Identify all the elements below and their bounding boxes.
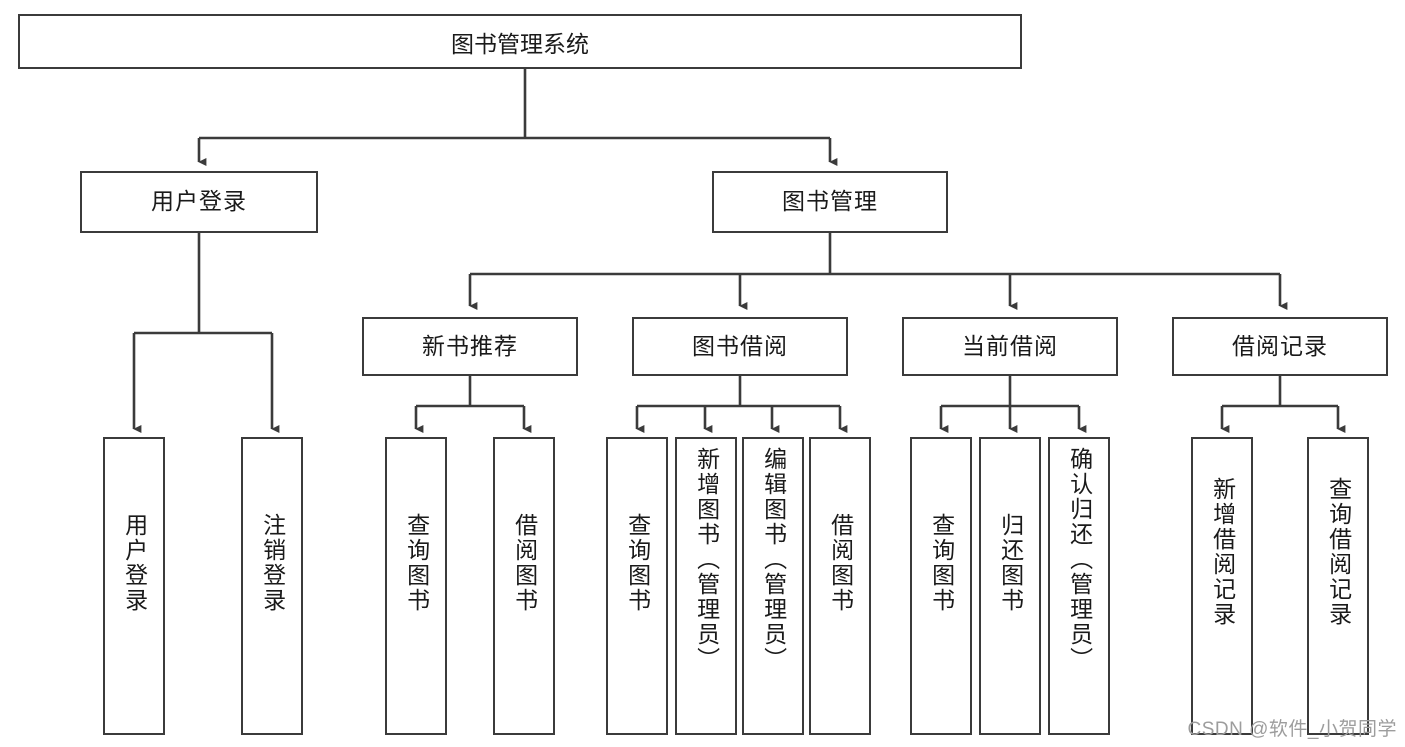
node-label: 确认归还（管理员） xyxy=(1066,447,1093,672)
node-book-management[interactable]: 图书管理 xyxy=(712,171,948,233)
node-label: 编辑图书（管理员） xyxy=(760,447,787,672)
node-leaf-add-borrow-record[interactable]: 新增借阅记录 xyxy=(1191,437,1253,735)
node-current-borrowing[interactable]: 当前借阅 xyxy=(902,317,1118,376)
node-label: 图书管理 xyxy=(782,188,878,215)
node-label: 新书推荐 xyxy=(422,332,518,359)
node-label: 用户登录 xyxy=(151,188,247,215)
node-label: 新增借阅记录 xyxy=(1209,477,1236,627)
node-label: 注销登录 xyxy=(259,513,286,613)
node-label: 图书借阅 xyxy=(692,332,788,359)
node-leaf-return-book[interactable]: 归还图书 xyxy=(979,437,1041,735)
node-user-login[interactable]: 用户登录 xyxy=(80,171,318,233)
node-leaf-edit-book-admin[interactable]: 编辑图书（管理员） xyxy=(742,437,804,735)
node-book-borrowing[interactable]: 图书借阅 xyxy=(632,317,848,376)
node-leaf-user-login[interactable]: 用户登录 xyxy=(103,437,165,735)
node-borrowing-records[interactable]: 借阅记录 xyxy=(1172,317,1388,376)
node-leaf-query-borrow-record[interactable]: 查询借阅记录 xyxy=(1307,437,1369,735)
node-label: 查询借阅记录 xyxy=(1325,477,1352,627)
node-label: 借阅记录 xyxy=(1232,332,1328,359)
node-leaf-query-book-current[interactable]: 查询图书 xyxy=(910,437,972,735)
node-label: 用户登录 xyxy=(121,513,148,613)
node-leaf-borrow-book-recommend[interactable]: 借阅图书 xyxy=(493,437,555,735)
node-new-book-recommendation[interactable]: 新书推荐 xyxy=(362,317,578,376)
node-label: 查询图书 xyxy=(928,513,955,613)
node-label: 查询图书 xyxy=(403,513,430,613)
node-leaf-query-book-recommend[interactable]: 查询图书 xyxy=(385,437,447,735)
node-label: 当前借阅 xyxy=(962,332,1058,359)
node-root-book-management-system[interactable]: 图书管理系统 xyxy=(18,14,1022,69)
node-label: 查询图书 xyxy=(624,513,651,613)
watermark: CSDN @软件_小贺同学 xyxy=(1187,719,1397,740)
node-leaf-confirm-return-admin[interactable]: 确认归还（管理员） xyxy=(1048,437,1110,735)
node-leaf-add-book-admin[interactable]: 新增图书（管理员） xyxy=(675,437,737,735)
node-leaf-borrow-book[interactable]: 借阅图书 xyxy=(809,437,871,735)
node-leaf-logout[interactable]: 注销登录 xyxy=(241,437,303,735)
node-label: 归还图书 xyxy=(997,513,1024,613)
node-label: 新增图书（管理员） xyxy=(693,447,720,672)
node-label: 图书管理系统 xyxy=(451,30,589,57)
node-leaf-query-book-borrow[interactable]: 查询图书 xyxy=(606,437,668,735)
node-label: 借阅图书 xyxy=(511,513,538,613)
node-label: 借阅图书 xyxy=(827,513,854,613)
